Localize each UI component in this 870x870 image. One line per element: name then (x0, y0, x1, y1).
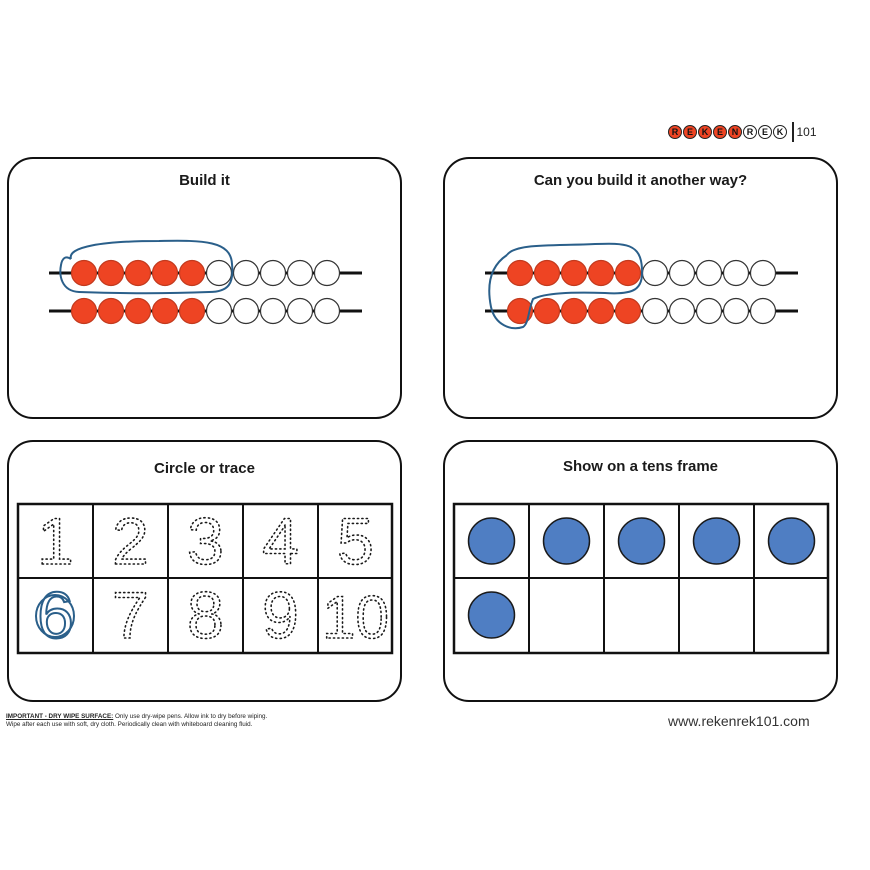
red-bead (124, 297, 152, 325)
red-bead (151, 259, 179, 287)
rekenrek-another (485, 242, 798, 330)
white-bead (749, 297, 777, 325)
trace-digit[interactable]: 8 (186, 577, 224, 653)
white-bead (695, 297, 723, 325)
red-bead (178, 297, 206, 325)
card-title: Can you build it another way? (533, 172, 748, 189)
counter-dot (542, 517, 591, 565)
logo-bead: E (713, 125, 727, 139)
white-bead (313, 297, 341, 325)
white-bead (205, 297, 233, 325)
logo-bead: E (683, 125, 697, 139)
logo-bead: E (758, 125, 772, 139)
white-bead (695, 259, 723, 287)
red-bead (614, 297, 642, 325)
red-bead (506, 259, 534, 287)
red-bead (97, 297, 125, 325)
trace-digit[interactable]: 4 (261, 503, 299, 579)
white-bead (749, 259, 777, 287)
white-bead (641, 297, 669, 325)
red-bead (614, 259, 642, 287)
rekenrek101-logo: R E K E N R E K 101 (668, 121, 817, 143)
white-bead (232, 259, 260, 287)
white-bead (232, 297, 260, 325)
trace-digit[interactable]: 3 (186, 503, 224, 579)
trace-digit[interactable]: 9 (261, 577, 299, 653)
red-bead (587, 259, 615, 287)
trace-digit[interactable]: 7 (111, 577, 149, 653)
tens-frame-card: Show on a tens frame (443, 440, 838, 702)
white-bead (668, 297, 696, 325)
note-line-2: Wipe after each use with soft, dry cloth… (6, 721, 253, 728)
trace-digit[interactable]: 6 (36, 577, 75, 653)
counter-dot (467, 591, 516, 639)
counter-dot (617, 517, 666, 565)
trace-digit[interactable]: 5 (336, 503, 374, 579)
red-bead (533, 297, 561, 325)
note-line-1: Only use dry-wipe pens. Allow ink to dry… (113, 713, 268, 720)
white-bead (259, 297, 287, 325)
logo-bead: N (728, 125, 742, 139)
logo-bead: K (773, 125, 787, 139)
red-bead (560, 297, 588, 325)
white-bead (286, 259, 314, 287)
counter-dot (692, 517, 741, 565)
rekenrek-build (49, 239, 362, 325)
red-bead (97, 259, 125, 287)
white-bead (641, 259, 669, 287)
logo-number: 101 (796, 125, 817, 139)
trace-digit[interactable]: 2 (111, 503, 149, 579)
white-bead (259, 259, 287, 287)
white-bead (722, 259, 750, 287)
another-way-card: Can you build it another way? (443, 157, 838, 419)
red-bead (124, 259, 152, 287)
red-bead (560, 259, 588, 287)
tens-frame (452, 502, 830, 655)
ink-loop (59, 239, 234, 295)
white-bead (668, 259, 696, 287)
counter-dot (467, 517, 516, 565)
red-bead (70, 297, 98, 325)
trace-digit[interactable]: 10 (321, 583, 389, 652)
red-bead (70, 259, 98, 287)
website-url: www.rekenrek101.com (668, 713, 810, 729)
card-title: Build it (179, 172, 230, 189)
logo-bead: R (668, 125, 682, 139)
logo-divider (792, 122, 794, 142)
trace-digit[interactable]: 1 (36, 503, 74, 579)
card-title: Show on a tens frame (562, 458, 719, 475)
care-instructions: IMPORTANT - DRY WIPE SURFACE: Only use d… (6, 713, 336, 729)
red-bead (506, 297, 534, 325)
white-bead (313, 259, 341, 287)
red-bead (587, 297, 615, 325)
ink-loop (488, 242, 644, 330)
white-bead (205, 259, 233, 287)
white-bead (286, 297, 314, 325)
logo-bead: K (698, 125, 712, 139)
white-bead (722, 297, 750, 325)
counter-dot (767, 517, 816, 565)
red-bead (533, 259, 561, 287)
red-bead (178, 259, 206, 287)
build-it-card: Build it (7, 157, 402, 419)
logo-bead: R (743, 125, 757, 139)
important-label: IMPORTANT - DRY WIPE SURFACE: (6, 713, 114, 720)
red-bead (151, 297, 179, 325)
card-title: Circle or trace (154, 460, 255, 477)
ink-circle (35, 594, 75, 638)
